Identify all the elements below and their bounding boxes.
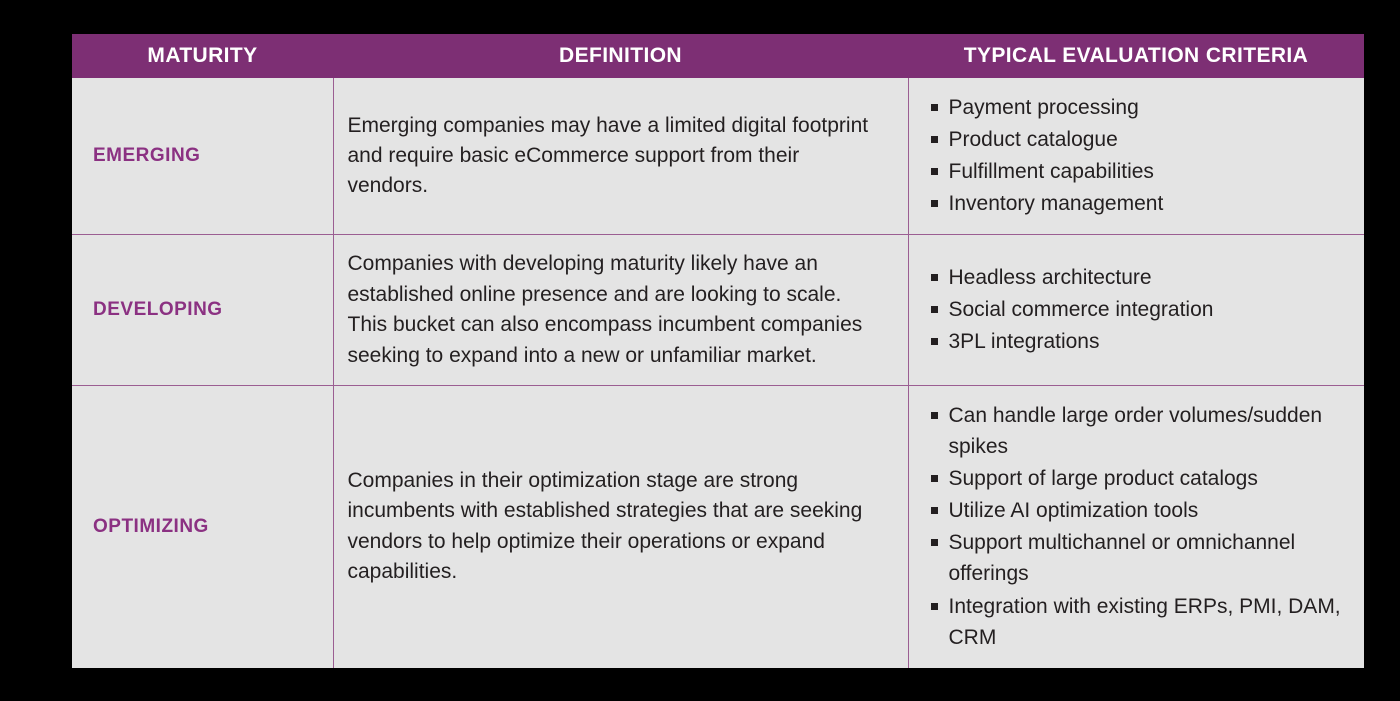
- square-bullet-icon: [930, 507, 938, 515]
- criteria-text: Utilize AI optimization tools: [948, 499, 1199, 523]
- column-header-maturity: MATURITY: [72, 34, 333, 78]
- maturity-evaluation-table: MATURITY DEFINITION TYPICAL EVALUATION C…: [72, 34, 1364, 668]
- square-bullet-icon: [930, 539, 938, 547]
- square-bullet-icon: [930, 475, 938, 483]
- square-bullet-icon: [930, 306, 938, 314]
- table-body: EMERGING Emerging companies may have a l…: [72, 78, 1364, 668]
- table-row: OPTIMIZING Companies in their optimizati…: [72, 385, 1364, 668]
- list-item: Can handle large order volumes/sudden sp…: [929, 400, 1353, 462]
- maturity-table-container: MATURITY DEFINITION TYPICAL EVALUATION C…: [72, 34, 1364, 668]
- square-bullet-icon: [930, 602, 938, 610]
- column-header-typical-evaluation-criteria: TYPICAL EVALUATION CRITERIA: [908, 34, 1364, 78]
- list-item: Fulfillment capabilities: [929, 156, 1353, 187]
- list-item: Inventory management: [929, 188, 1353, 219]
- criteria-text: Fulfillment capabilities: [948, 160, 1154, 184]
- criteria-list-optimizing: Can handle large order volumes/sudden sp…: [929, 400, 1353, 653]
- column-header-definition: DEFINITION: [333, 34, 908, 78]
- criteria-text: Inventory management: [948, 192, 1164, 216]
- list-item: Support multichannel or omnichannel offe…: [929, 527, 1353, 589]
- table-row: DEVELOPING Companies with developing mat…: [72, 234, 1364, 387]
- list-item: Social commerce integration: [929, 294, 1353, 325]
- criteria-text: Support of large product catalogs: [948, 467, 1258, 491]
- table-header: MATURITY DEFINITION TYPICAL EVALUATION C…: [72, 34, 1364, 78]
- definition-cell-developing: Companies with developing maturity likel…: [332, 234, 908, 387]
- maturity-label-optimizing: OPTIMIZING: [72, 385, 333, 668]
- criteria-text: Product catalogue: [948, 128, 1118, 152]
- criteria-text: Support multichannel or omnichannel offe…: [948, 531, 1296, 586]
- criteria-list-developing: Headless architecture Social commerce in…: [929, 262, 1353, 357]
- table-row: EMERGING Emerging companies may have a l…: [72, 78, 1364, 236]
- list-item: Payment processing: [929, 92, 1353, 123]
- square-bullet-icon: [930, 136, 938, 144]
- definition-text: Companies in their optimization stage ar…: [347, 469, 863, 584]
- list-item: Headless architecture: [929, 262, 1353, 293]
- criteria-text: Integration with existing ERPs, PMI, DAM…: [948, 594, 1341, 649]
- list-item: 3PL integrations: [929, 326, 1353, 357]
- criteria-text: Can handle large order volumes/sudden sp…: [948, 404, 1323, 459]
- criteria-cell-emerging: Payment processing Product catalogue Ful…: [907, 78, 1364, 236]
- table-header-row: MATURITY DEFINITION TYPICAL EVALUATION C…: [72, 34, 1364, 78]
- square-bullet-icon: [930, 274, 938, 282]
- square-bullet-icon: [930, 200, 938, 208]
- maturity-label-emerging: EMERGING: [72, 78, 333, 236]
- criteria-text: Social commerce integration: [948, 298, 1214, 322]
- criteria-text: Payment processing: [948, 96, 1139, 119]
- criteria-cell-developing: Headless architecture Social commerce in…: [907, 234, 1364, 387]
- definition-cell-optimizing: Companies in their optimization stage ar…: [332, 385, 908, 668]
- list-item: Integration with existing ERPs, PMI, DAM…: [929, 591, 1353, 653]
- square-bullet-icon: [930, 104, 938, 111]
- criteria-list-emerging: Payment processing Product catalogue Ful…: [929, 92, 1353, 219]
- criteria-text: Headless architecture: [948, 266, 1152, 290]
- criteria-cell-optimizing: Can handle large order volumes/sudden sp…: [907, 385, 1364, 668]
- square-bullet-icon: [930, 168, 938, 176]
- maturity-label-developing: DEVELOPING: [72, 234, 333, 387]
- square-bullet-icon: [930, 338, 938, 346]
- list-item: Support of large product catalogs: [929, 463, 1353, 494]
- definition-cell-emerging: Emerging companies may have a limited di…: [332, 78, 908, 236]
- definition-text: Emerging companies may have a limited di…: [347, 113, 869, 198]
- list-item: Utilize AI optimization tools: [929, 495, 1353, 526]
- definition-text: Companies with developing maturity likel…: [347, 252, 863, 367]
- criteria-text: 3PL integrations: [948, 330, 1100, 354]
- list-item: Product catalogue: [929, 124, 1353, 155]
- square-bullet-icon: [930, 412, 938, 420]
